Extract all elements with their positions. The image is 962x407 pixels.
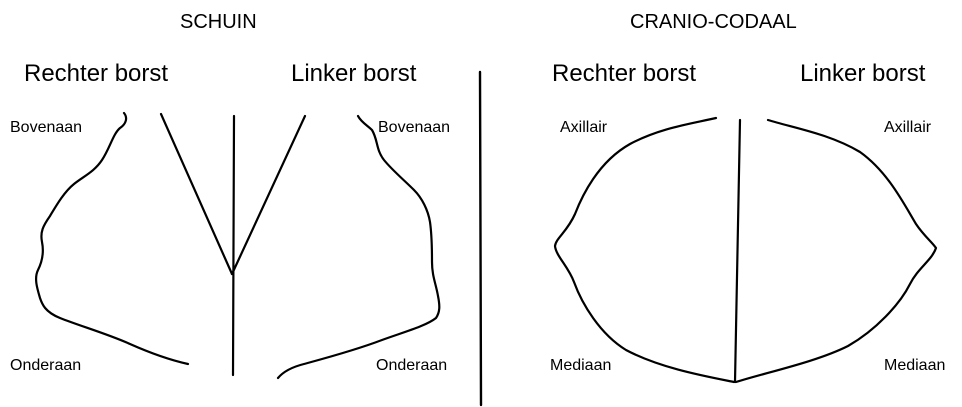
schuin-bottom-right-label: Onderaan [376,357,448,374]
cc-left-breast-label: Linker borst [800,60,926,87]
cc-top-left-label: Axillair [560,119,608,136]
cc-right-breast-contour [553,116,736,384]
schuin-bottom-left-label: Onderaan [10,357,82,374]
cc-left-breast-contour [734,118,938,384]
schuin-top-right-label: Bovenaan [378,119,451,136]
schuin-top-left-label: Bovenaan [10,119,83,136]
cc-bottom-left-label: Mediaan [550,357,612,374]
schuin-v-right-line [230,114,307,276]
schuin-v-left-line [159,112,234,276]
schuin-right-breast-label: Rechter borst [24,60,169,87]
schuin-center-line [231,114,236,377]
cc-right-breast-label: Rechter borst [552,60,697,87]
cc-title: CRANIO-CODAAL [630,11,797,33]
schuin-right-breast-contour [34,111,190,366]
panel-separator [478,70,483,407]
schuin-title: SCHUIN [180,11,257,33]
cc-center-line [733,118,742,384]
schuin-left-breast-label: Linker borst [291,60,417,87]
cc-top-right-label: Axillair [884,119,932,136]
schuin-left-breast-contour [276,114,441,380]
cc-bottom-right-label: Mediaan [884,357,946,374]
